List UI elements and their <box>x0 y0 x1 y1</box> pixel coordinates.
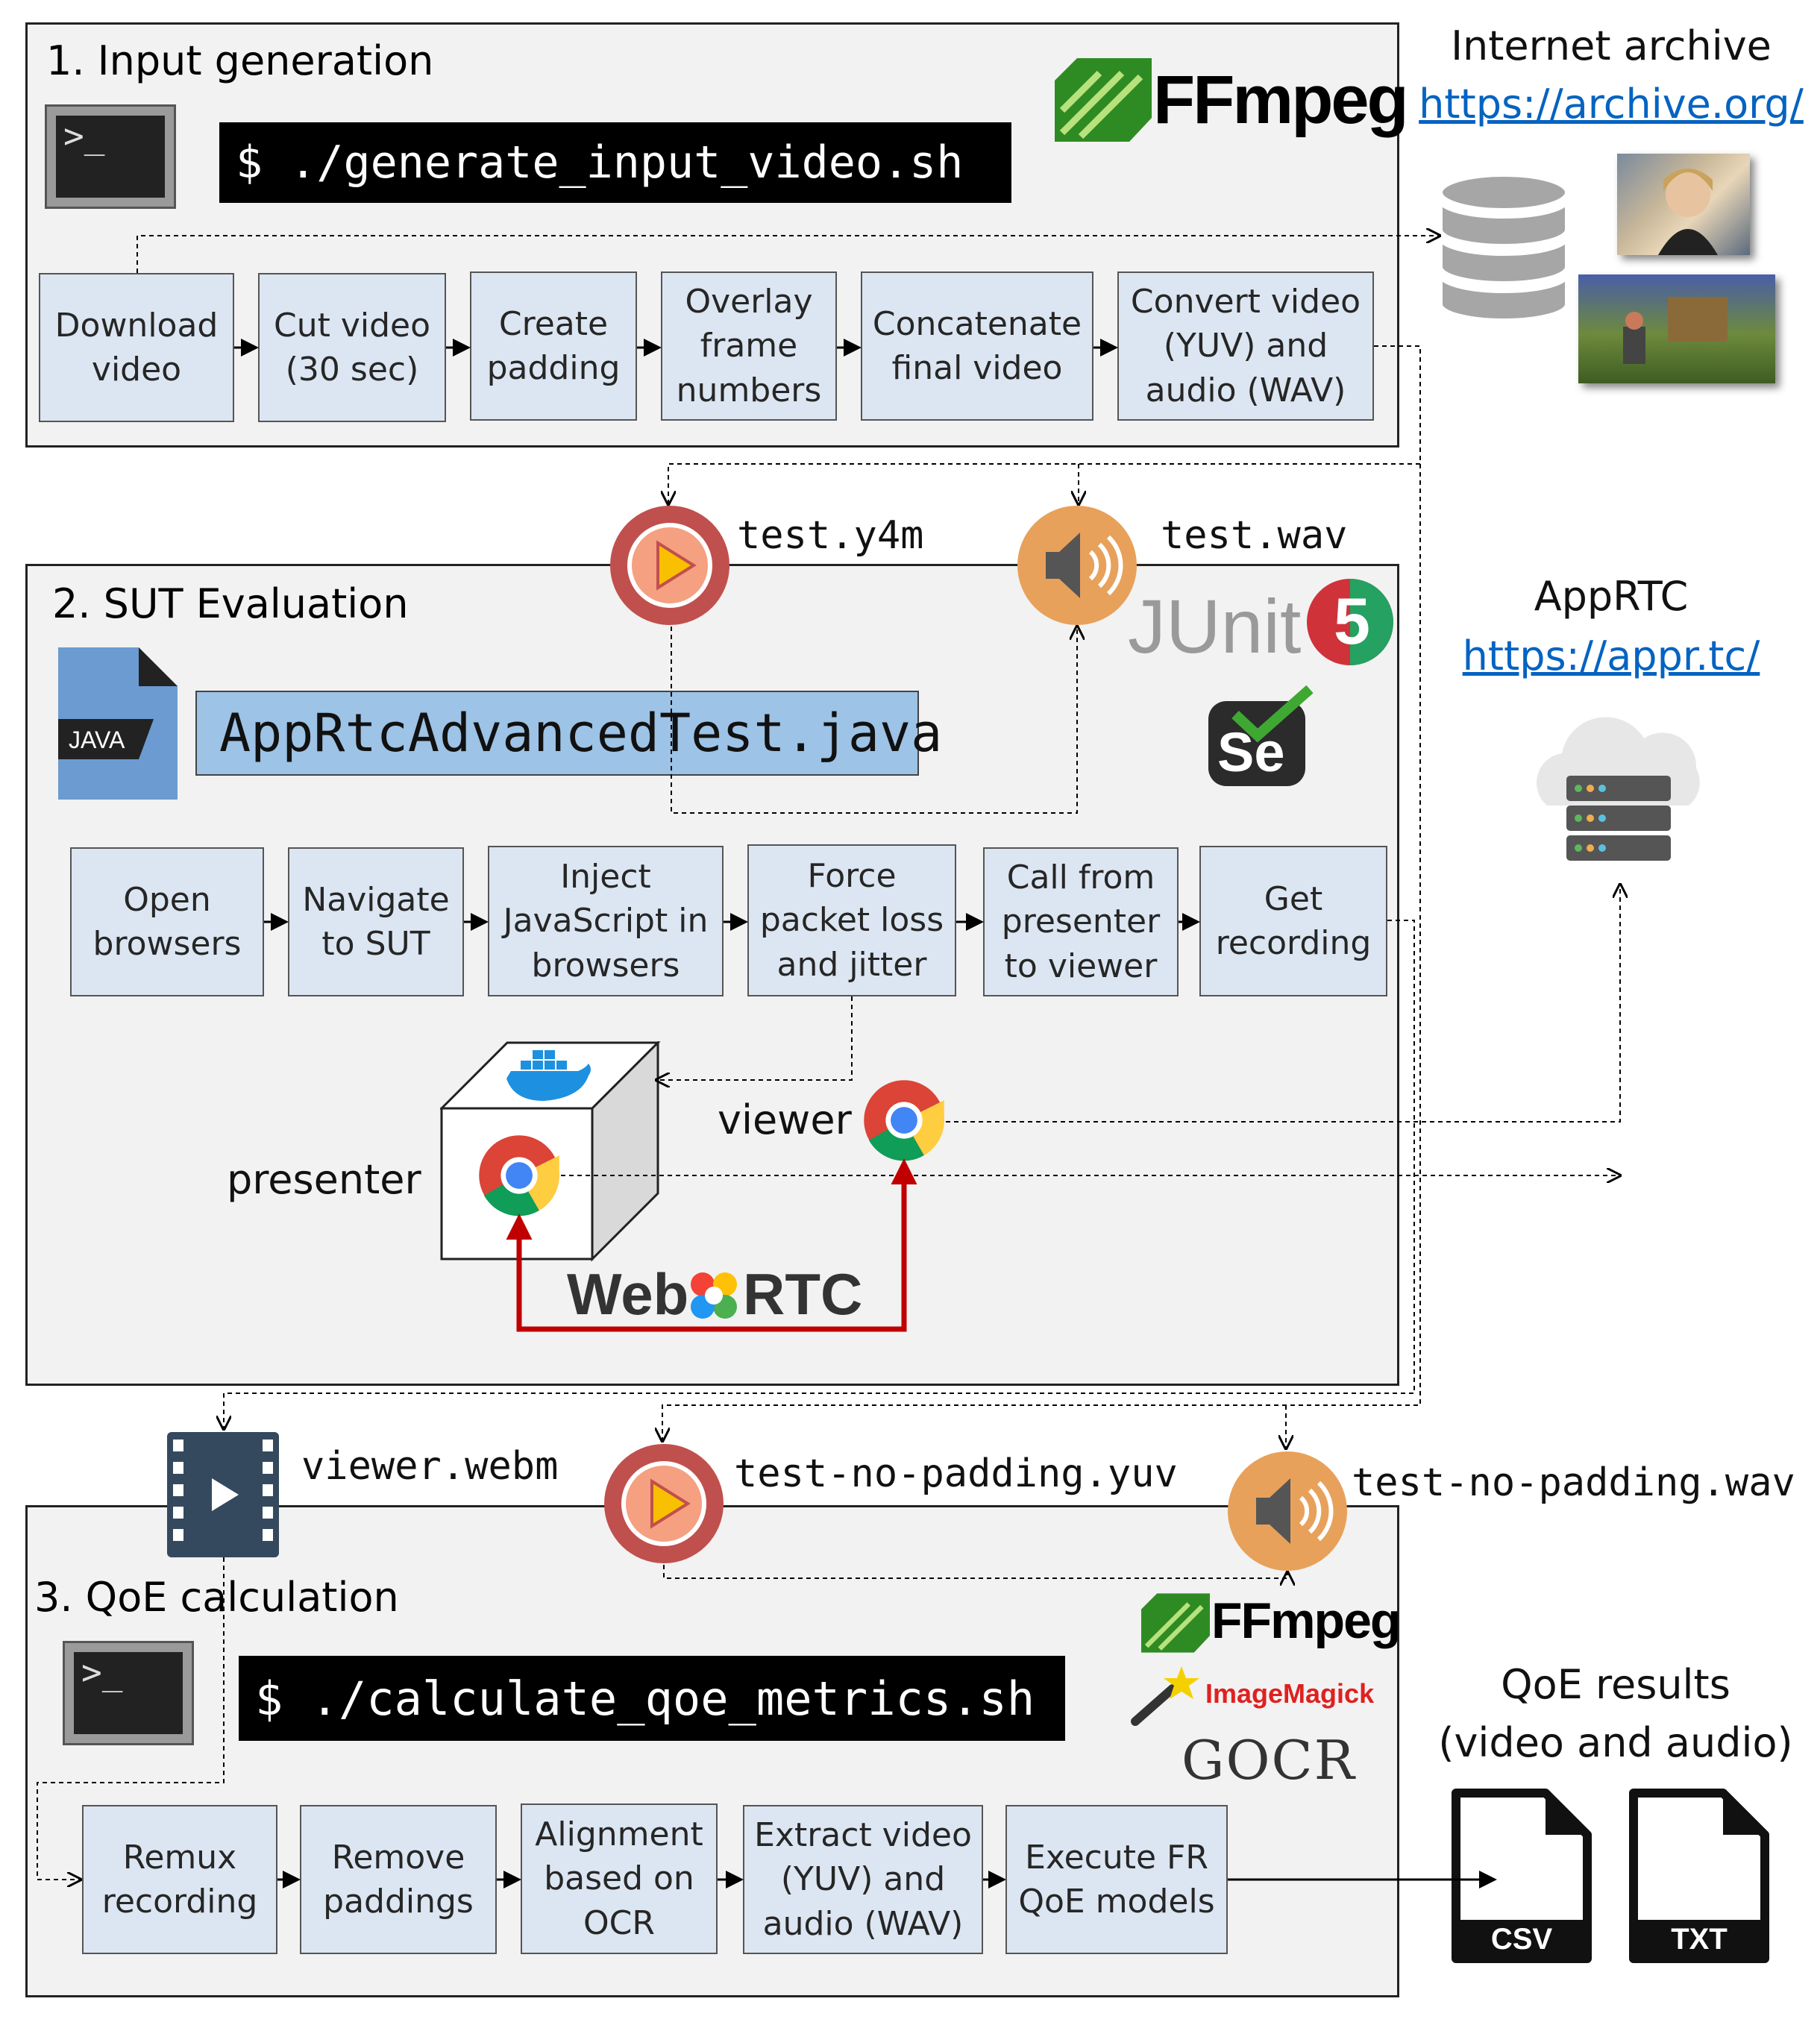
step-download-video: Download video <box>39 273 234 422</box>
selenium-logo-icon: Se <box>1205 685 1317 791</box>
step-create-padding: Create padding <box>470 271 637 421</box>
selenium-logo-text: Se <box>1217 721 1285 783</box>
webrtc-arrow-presenter <box>506 1214 904 1332</box>
gocr-logo-text: GOCR <box>1182 1729 1356 1792</box>
imagemagick-logo-icon: ImageMagick <box>1128 1662 1396 1729</box>
docker-container-icon <box>439 1040 664 1268</box>
webrtc-arrow-viewer <box>522 1158 917 1332</box>
csv-label: CSV <box>1490 1923 1553 1956</box>
java-file-icon: JAVA <box>58 647 178 803</box>
step-call-presenter-viewer: Call from presenter to viewer <box>983 847 1179 996</box>
video-file-icon <box>609 504 731 630</box>
dashed-viewer-to-apprtc <box>946 885 1620 1123</box>
section3-title: 3. QoE calculation <box>34 1574 399 1621</box>
presenter-chrome-icon <box>477 1134 561 1220</box>
apprtc-link[interactable]: https://appr.tc/ <box>1462 632 1760 679</box>
junit-version-text: 5 <box>1334 584 1370 658</box>
test-y4m-label: test.y4m <box>737 513 924 558</box>
cloud-server-icon <box>1525 709 1711 876</box>
terminal-icon: >_ <box>45 104 176 209</box>
apprtc-title: AppRTC <box>1534 573 1689 620</box>
step-remux-recording: Remux recording <box>82 1805 277 1954</box>
video-no-padding-icon <box>603 1442 725 1568</box>
qoe-results-title: QoE results (video and audio) <box>1438 1661 1793 1767</box>
webrtc-logo-left: Web <box>567 1261 689 1327</box>
viewer-label: viewer <box>718 1096 852 1143</box>
command-generate-input: $ ./generate_input_video.sh <box>219 122 1011 203</box>
webrtc-logo: Web RTC <box>567 1260 873 1332</box>
step-cut-video: Cut video (30 sec) <box>258 273 446 422</box>
viewer-chrome-icon <box>862 1079 946 1165</box>
dashed-recording-to-webm <box>224 920 1415 1429</box>
txt-label: TXT <box>1671 1923 1728 1956</box>
csv-file-icon: CSV <box>1452 1789 1592 1966</box>
video-thumbnail-news <box>1617 154 1750 255</box>
test-no-padding-wav-label: test-no-padding.wav <box>1352 1460 1795 1505</box>
viewer-webm-label: viewer.webm <box>301 1444 559 1489</box>
dashed-webm-to-remux <box>37 1557 225 1880</box>
java-test-file: AppRtcAdvancedTest.java <box>195 691 942 776</box>
audio-no-padding-icon <box>1226 1450 1349 1575</box>
ffmpeg-logo-icon: FFmpeg <box>1055 58 1409 142</box>
dashed-files-to-execute <box>663 1565 1287 1578</box>
dashed-convert-to-yuv-np <box>662 464 1421 1441</box>
section2-title: 2. SUT Evaluation <box>52 580 409 627</box>
test-no-padding-yuv-label: test-no-padding.yuv <box>734 1451 1178 1496</box>
dashed-packet-loss-to-docker <box>656 996 853 1080</box>
step-alignment-ocr: Alignment based on OCR <box>521 1803 718 1954</box>
junit-logo-text: JUnit <box>1128 584 1302 669</box>
step-get-recording: Get recording <box>1199 846 1387 996</box>
dashed-download-to-archive <box>136 236 1440 273</box>
video-film-icon <box>167 1432 279 1560</box>
step-force-packet-loss: Force packet loss and jitter <box>747 844 956 996</box>
webrtc-logo-right: RTC <box>743 1261 863 1327</box>
internet-archive-link[interactable]: https://archive.org/ <box>1419 81 1804 128</box>
step-execute-fr-qoe: Execute FR QoE models <box>1005 1805 1228 1954</box>
ffmpeg-logo-text: FFmpeg <box>1153 62 1409 138</box>
dashed-files-to-open-browsers <box>671 627 1077 814</box>
step-remove-paddings: Remove paddings <box>300 1805 497 1954</box>
step-extract-video-audio: Extract video (YUV) and audio (WAV) <box>743 1805 983 1954</box>
command-calculate-qoe: $ ./calculate_qoe_metrics.sh <box>239 1656 1065 1741</box>
step-concatenate-final-video: Concatenate final video <box>861 271 1093 421</box>
database-icon <box>1437 163 1571 323</box>
video-thumbnail-game <box>1578 274 1775 383</box>
txt-file-icon: TXT <box>1629 1789 1769 1966</box>
terminal-icon-qoe: >_ <box>63 1641 194 1745</box>
step-overlay-frame-numbers: Overlay frame numbers <box>661 271 837 421</box>
presenter-label: presenter <box>227 1156 421 1203</box>
audio-file-icon <box>1016 504 1138 630</box>
step-inject-javascript: Inject JavaScript in browsers <box>488 846 724 996</box>
step-navigate-to-sut: Navigate to SUT <box>288 847 464 996</box>
internet-archive-title: Internet archive <box>1451 22 1772 69</box>
step-convert-video: Convert video (YUV) and audio (WAV) <box>1117 271 1374 421</box>
step-open-browsers: Open browsers <box>70 847 264 996</box>
test-wav-label: test.wav <box>1161 513 1348 558</box>
ffmpeg-small-text: FFmpeg <box>1211 1592 1401 1649</box>
imagemagick-text: ImageMagick <box>1205 1678 1375 1709</box>
junit5-logo-icon: JUnit 5 <box>1128 576 1396 673</box>
ffmpeg-logo-small-icon: FFmpeg <box>1141 1592 1401 1656</box>
java-file-icon-label: JAVA <box>69 726 125 753</box>
section1-title: 1. Input generation <box>46 37 434 84</box>
dashed-convert-to-y4m <box>668 345 1421 504</box>
